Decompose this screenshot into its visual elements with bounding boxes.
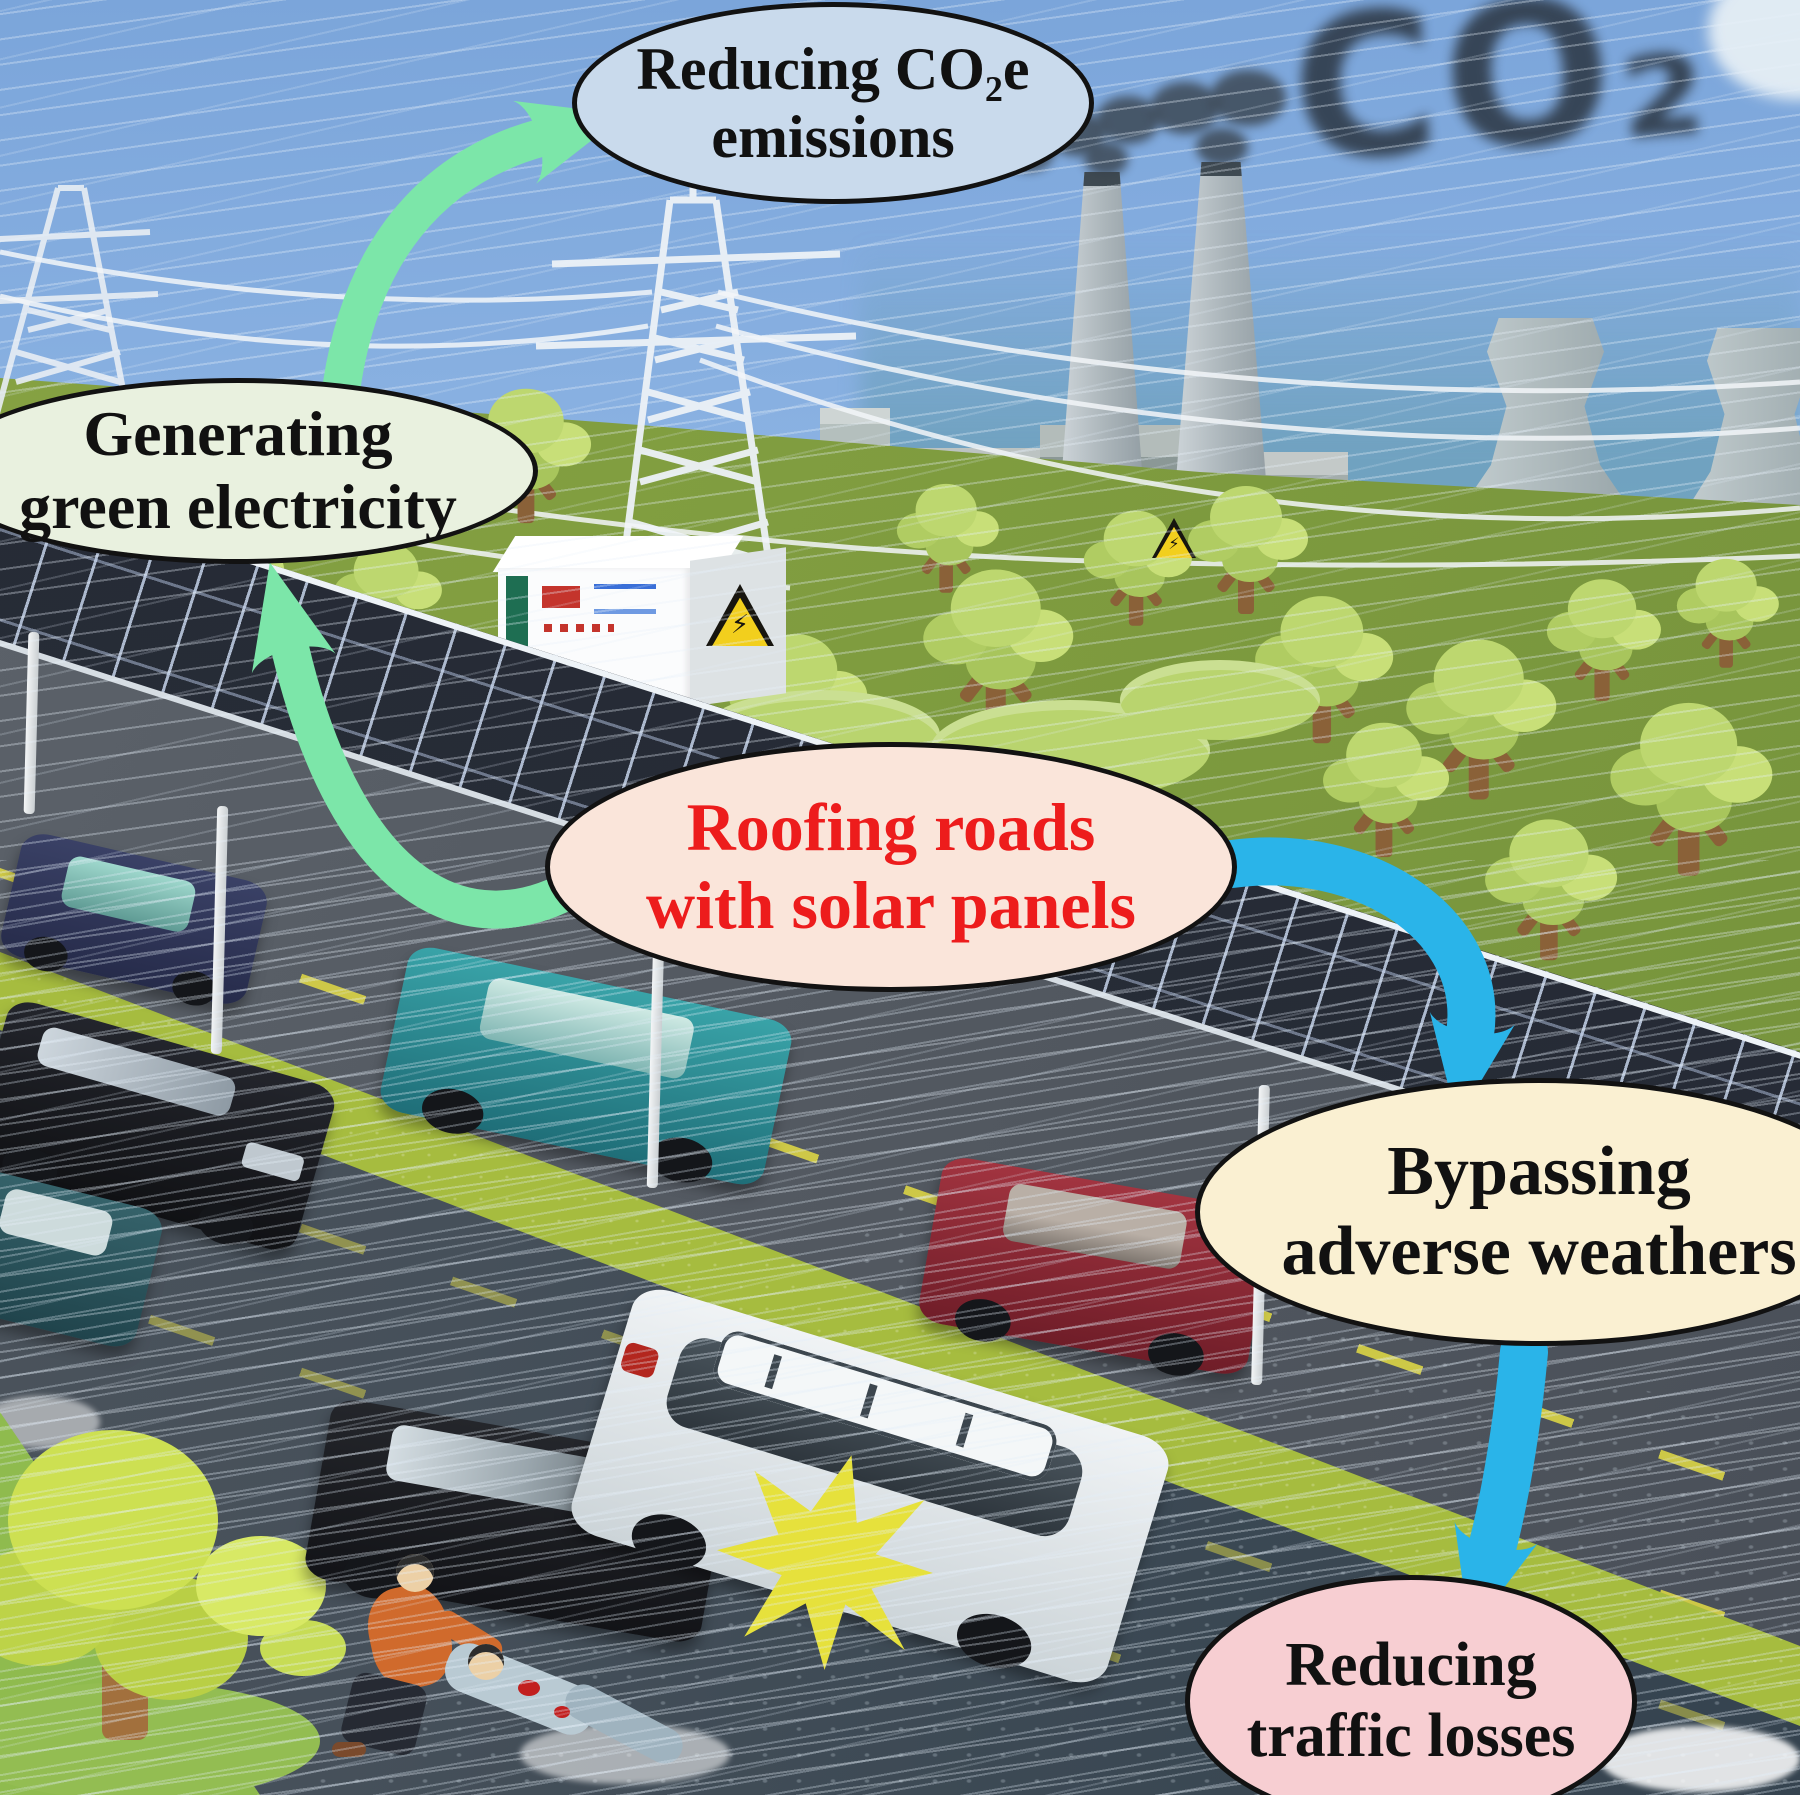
tree-crown [1433, 639, 1524, 717]
callout-text-line: adverse weathers [1281, 1213, 1797, 1290]
callout-text-line: traffic losses [1246, 1702, 1576, 1770]
tree [1327, 719, 1443, 866]
tree [1616, 698, 1765, 887]
box-meter-detail [542, 586, 580, 608]
tree [900, 481, 994, 600]
smoke-puff [1096, 96, 1160, 144]
tree-trunk [1677, 797, 1700, 876]
tree [1551, 576, 1656, 709]
bush [1120, 660, 1320, 740]
tree [1411, 635, 1549, 810]
tree [1490, 815, 1611, 969]
tree-crown [1567, 579, 1637, 639]
callout-text-line: Generating [83, 398, 393, 470]
smoke-puff [1196, 128, 1248, 166]
water-splash [1600, 1726, 1800, 1792]
co2-smoke-text: CO₂ [1284, 0, 1718, 208]
callout-text-line: Reducing CO₂e [636, 35, 1030, 102]
victim-head [468, 1644, 504, 1680]
tree-trunk [1375, 796, 1393, 858]
tree-crown [1640, 702, 1738, 787]
box-wiring-detail [594, 584, 656, 614]
callout-text-line: Bypassing [1387, 1133, 1691, 1211]
tree-crown [1103, 510, 1169, 567]
high-voltage-icon: ⚡ [1168, 534, 1180, 554]
tree-crown [1695, 558, 1757, 612]
tree-trunk [1468, 727, 1489, 800]
tree-crown [1509, 819, 1589, 888]
accident-people [292, 1528, 712, 1795]
tree-trunk [1238, 556, 1254, 614]
tree [1680, 556, 1774, 675]
blood-spot [518, 1680, 540, 1696]
callout-reducing-co2e-emissions: Reducing CO₂e emissions [572, 2, 1094, 204]
tree-crown [1346, 722, 1422, 788]
tree-crown [8, 1430, 218, 1610]
callout-reducing-traffic-losses: Reducing traffic losses [1185, 1575, 1637, 1795]
smokestack-cap [1197, 162, 1245, 176]
smoke-puff [1084, 142, 1128, 176]
callout-text-line: Roofing roads [686, 789, 1096, 866]
callout-text-line: Reducing [1285, 1631, 1537, 1700]
tree-trunk [939, 543, 953, 593]
blood-spot [554, 1706, 570, 1718]
tree-crown [950, 569, 1041, 647]
grass-mound [0, 1682, 320, 1795]
tree-trunk [1128, 573, 1144, 626]
smoke-puff [1210, 70, 1286, 126]
smoke-puff [1150, 82, 1220, 134]
tree-crown [1280, 596, 1364, 668]
tree-crown [1210, 486, 1282, 548]
big-tree [0, 1430, 370, 1795]
rescuer-head [396, 1554, 434, 1592]
high-voltage-icon: ⚡ [730, 609, 750, 640]
callout-text-line: emissions [711, 104, 955, 170]
callout-text-line: with solar panels [646, 867, 1136, 943]
rescuer-shoe [332, 1742, 366, 1757]
smokestack-cap [1080, 172, 1124, 186]
tree-trunk [1540, 896, 1558, 961]
tree-crown [915, 483, 977, 537]
callout-roofing-roads-with-solar-panels: Roofing roads with solar panels [545, 742, 1237, 992]
tree-trunk [1719, 618, 1733, 668]
tree-trunk [1594, 645, 1610, 701]
box-detail [544, 624, 614, 632]
callout-text-line: green electricity [19, 471, 457, 542]
